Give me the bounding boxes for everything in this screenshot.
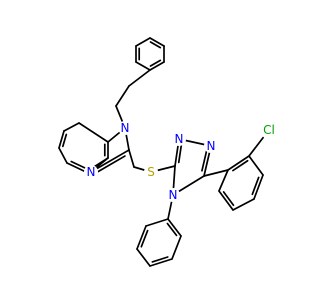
double-bond-tn2-tc5 — [201, 148, 208, 172]
bond-layer — [58, 37, 270, 267]
double-bond-a5-a6 — [222, 191, 235, 207]
bond-p1-p2 — [149, 37, 165, 47]
atom-cl: Cl — [260, 121, 278, 139]
atom-n3: N — [84, 165, 98, 179]
bond-ch2a-ch2b — [115, 85, 130, 107]
bond-q4-q5 — [136, 248, 151, 267]
bond-q2-q3 — [171, 235, 182, 260]
bond-q5-q6 — [136, 225, 147, 250]
double-bond-b4-b5 — [70, 160, 86, 169]
double-bond-q5-q6 — [140, 229, 149, 248]
bond-p3-p4 — [149, 61, 165, 71]
bond-b7-b8 — [63, 122, 80, 132]
atom-label-triazole-n4: N — [169, 188, 178, 202]
double-bond-q1-q2 — [166, 222, 178, 237]
atom-triazole-n1: N — [172, 132, 186, 146]
atom-triazole-n4: N — [166, 188, 180, 202]
bond-b5-b6 — [58, 147, 68, 164]
double-bond-b6-b7 — [61, 133, 68, 148]
bond-b4-b5 — [66, 162, 87, 173]
bond-c2-ch2c — [128, 149, 135, 168]
bond-a3-a4 — [253, 174, 264, 200]
double-bond-a1-a2 — [232, 159, 249, 172]
bond-q6-q1 — [145, 218, 169, 227]
bond-q3-q4 — [149, 258, 173, 267]
bond-a5-a6 — [218, 190, 234, 211]
bond-a2-a3 — [248, 155, 264, 176]
double-bond-p3-p4 — [149, 59, 162, 67]
atom-label-triazole-n1: N — [175, 132, 184, 146]
atom-label-triazole-n2: N — [207, 139, 216, 153]
atom-s: S — [144, 165, 158, 179]
atom-label-layer: N N S N N N Cl — [84, 121, 278, 202]
double-bond-a3-a4 — [251, 176, 260, 196]
bond-p4-p5 — [135, 61, 151, 71]
bond-b6-b7 — [58, 130, 65, 149]
atom-label-n3: N — [87, 165, 96, 179]
atom-label-n1: N — [121, 121, 130, 135]
double-bond-n3-c2 — [97, 155, 126, 173]
atom-triazole-n2: N — [204, 139, 218, 153]
bond-p4-ch2a — [128, 69, 151, 87]
bond-a1-a2 — [227, 155, 250, 171]
atom-label-cl: Cl — [263, 123, 275, 137]
molecule-structure: N N S N N N Cl — [58, 37, 278, 267]
double-bond-tc3-tn1 — [177, 142, 183, 164]
bond-b8-c7a — [78, 122, 109, 143]
bond-q1-q2 — [167, 218, 182, 237]
atom-n1: N — [118, 121, 132, 135]
bond-n3-c2 — [90, 149, 130, 173]
double-bond-q3-q4 — [151, 256, 169, 263]
bond-a6-a1 — [218, 169, 229, 192]
bond-tc5-a1 — [203, 169, 229, 177]
double-bond-p1-p2 — [149, 41, 162, 49]
atom-label-s: S — [147, 165, 155, 179]
bond-p6-p1 — [135, 37, 151, 47]
bond-a4-a5 — [232, 198, 255, 211]
